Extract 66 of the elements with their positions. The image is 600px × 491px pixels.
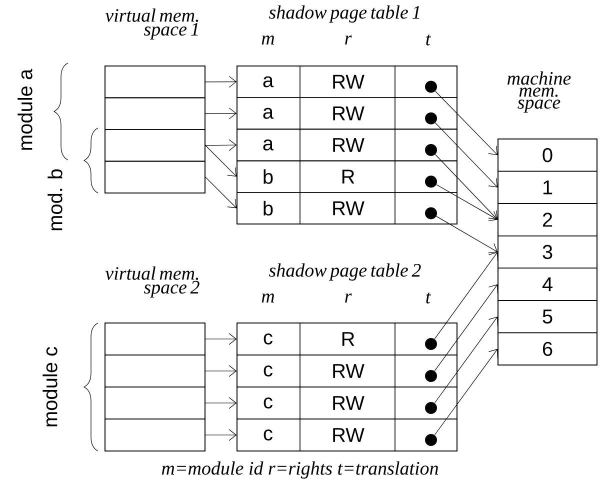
- arrow: [435, 154, 498, 220]
- column-header: t: [426, 292, 432, 304]
- arrow: [434, 348, 498, 436]
- table-row: b R: [236, 160, 458, 193]
- caption: m=module id r=rights t=translation: [162, 461, 438, 479]
- dot: [425, 176, 437, 188]
- table-row: c RW: [236, 386, 458, 420]
- node-label: virtual mem. space 2: [105, 266, 200, 298]
- arrow: [434, 284, 498, 372]
- arrow: [434, 316, 498, 404]
- side-label: mod. b: [48, 169, 62, 230]
- memory-slot: [104, 66, 206, 98]
- table-row: a RW: [236, 66, 458, 98]
- node-label: shadow page table 2: [268, 263, 421, 281]
- table-row: b RW: [236, 192, 458, 224]
- dot: [425, 207, 437, 220]
- node-label: machine mem. space: [508, 71, 571, 113]
- memory-slot: [104, 354, 206, 388]
- dot: [425, 370, 437, 382]
- arrow: [205, 139, 237, 151]
- arrow: [435, 90, 498, 156]
- arrow: [434, 252, 498, 340]
- dot: [425, 112, 437, 124]
- table-row: 4: [498, 268, 598, 301]
- dot: [425, 144, 437, 156]
- memory-slot: [104, 160, 206, 194]
- column-header: m: [262, 294, 274, 302]
- table-row: a RW: [236, 128, 458, 162]
- arrow: [436, 216, 498, 254]
- table-row: c RW: [236, 418, 458, 452]
- side-label: module c: [42, 346, 58, 426]
- arrow: [435, 122, 498, 188]
- arrow: [436, 184, 498, 222]
- arrow: [205, 333, 237, 345]
- node-label: virtual mem. space 1: [105, 8, 198, 40]
- arrow: [205, 397, 237, 409]
- arrow: [205, 365, 237, 377]
- table-row: 6: [498, 332, 598, 366]
- side-label: module a: [18, 68, 32, 150]
- table-row: 0: [498, 138, 598, 172]
- table-row: 1: [498, 170, 598, 204]
- column-header: r: [345, 36, 352, 44]
- table-row: c RW: [236, 354, 458, 388]
- arrow: [205, 176, 237, 208]
- dot: [425, 80, 437, 93]
- memory-slot: [104, 418, 206, 452]
- table-row: c R: [236, 322, 458, 356]
- table-row: a RW: [236, 97, 458, 130]
- table-row: 3: [498, 235, 598, 269]
- dot: [425, 338, 437, 350]
- node-label: shadow page table 1: [268, 5, 420, 23]
- memory-slot: [104, 129, 206, 162]
- memory-slot: [104, 386, 206, 420]
- dot: [425, 434, 437, 446]
- arrow: [205, 76, 237, 88]
- dot: [425, 402, 437, 414]
- memory-slot: [104, 97, 206, 130]
- arrow: [205, 108, 237, 120]
- column-header: r: [345, 294, 352, 302]
- column-header: t: [426, 34, 432, 46]
- table-row: 5: [498, 300, 598, 334]
- arrow: [205, 429, 237, 441]
- arrow: [205, 145, 237, 177]
- column-header: m: [262, 36, 274, 44]
- memory-slot: [104, 322, 206, 356]
- table-row: 2: [498, 203, 598, 236]
